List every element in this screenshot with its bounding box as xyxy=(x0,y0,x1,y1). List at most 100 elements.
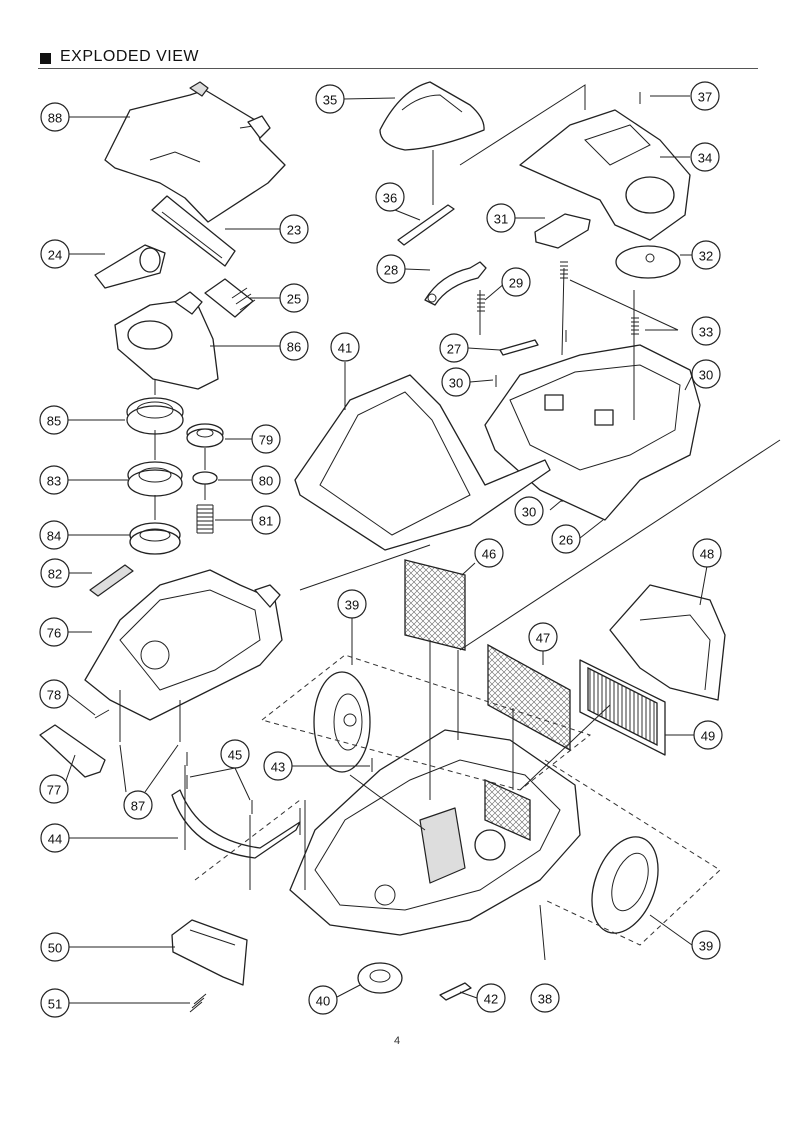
part-34-housing-top xyxy=(519,109,691,241)
callout-76: 76 xyxy=(39,617,69,647)
guide-line-6 xyxy=(349,774,426,831)
callout-37: 37 xyxy=(690,81,720,111)
svg-text:24: 24 xyxy=(48,248,62,263)
guide-line-2 xyxy=(459,439,781,651)
part-35-lid xyxy=(379,81,485,151)
part-81-spring xyxy=(196,504,214,534)
svg-text:48: 48 xyxy=(700,547,714,562)
callout-36: 36 xyxy=(375,182,405,212)
guide-line-4 xyxy=(429,640,459,800)
part-47-filter xyxy=(487,643,571,752)
callout-49: 49 xyxy=(693,720,723,750)
part-24-nozzle xyxy=(94,244,166,289)
callout-30-b: 30 xyxy=(691,359,721,389)
callout-35: 35 xyxy=(315,84,345,114)
callout-87: 87 xyxy=(123,790,153,820)
callout-39-b: 39 xyxy=(691,930,721,960)
svg-text:35: 35 xyxy=(323,93,337,108)
guide-line-5 xyxy=(512,704,611,791)
svg-text:81: 81 xyxy=(259,514,273,529)
callout-39-a: 39 xyxy=(337,589,367,619)
part-51-spring xyxy=(189,993,207,1013)
part-39-wheel-right xyxy=(591,836,659,934)
part-25-brush xyxy=(204,278,256,318)
svg-text:33: 33 xyxy=(699,325,713,340)
part-78-screw xyxy=(94,709,110,719)
callout-50: 50 xyxy=(40,932,70,962)
svg-text:88: 88 xyxy=(48,111,62,126)
svg-text:32: 32 xyxy=(699,249,713,264)
part-76-lid-frame xyxy=(84,569,283,721)
callout-24: 24 xyxy=(40,239,70,269)
svg-text:41: 41 xyxy=(338,341,352,356)
guide-line-3 xyxy=(299,544,431,591)
callout-88: 88 xyxy=(40,102,70,132)
svg-text:40: 40 xyxy=(316,994,330,1009)
callout-33: 33 xyxy=(691,316,721,346)
part-39-wheel-left xyxy=(313,671,371,773)
svg-text:38: 38 xyxy=(538,992,552,1007)
svg-text:51: 51 xyxy=(48,997,62,1012)
svg-text:23: 23 xyxy=(287,223,301,238)
svg-text:25: 25 xyxy=(287,292,301,307)
callout-30-a: 30 xyxy=(441,367,471,397)
callout-40: 40 xyxy=(308,985,338,1015)
part-23-crevice-tool xyxy=(151,195,236,267)
section-header: EXPLODED VIEW xyxy=(38,47,758,73)
part-84-gasket xyxy=(129,522,181,555)
svg-text:82: 82 xyxy=(48,567,62,582)
part-41-frame xyxy=(294,374,551,551)
dashed-outline-lower xyxy=(194,759,721,946)
part-27-clip xyxy=(499,339,539,356)
part-40-caster xyxy=(357,962,403,994)
part-45-screws xyxy=(186,775,253,814)
callout-38: 38 xyxy=(530,983,560,1013)
callout-41: 41 xyxy=(330,332,360,362)
callout-31: 31 xyxy=(486,203,516,233)
svg-text:30: 30 xyxy=(699,368,713,383)
callout-29: 29 xyxy=(501,267,531,297)
svg-text:49: 49 xyxy=(701,729,715,744)
part-83-seal xyxy=(127,461,183,497)
svg-text:85: 85 xyxy=(47,414,61,429)
part-49-hepa-filter xyxy=(579,659,666,756)
callout-27: 27 xyxy=(439,333,469,363)
part-26-upper-body xyxy=(484,344,701,521)
callout-leaders xyxy=(62,95,708,1004)
svg-text:37: 37 xyxy=(698,90,712,105)
part-77-handle xyxy=(39,724,106,778)
callout-28: 28 xyxy=(376,254,406,284)
guide-line-1 xyxy=(459,84,586,166)
svg-text:44: 44 xyxy=(48,832,62,847)
callout-51: 51 xyxy=(40,988,70,1018)
callout-32: 32 xyxy=(691,240,721,270)
svg-text:39: 39 xyxy=(699,939,713,954)
part-79-cap xyxy=(186,423,224,448)
callout-84: 84 xyxy=(39,520,69,550)
callout-86: 86 xyxy=(279,331,309,361)
part-82-latch xyxy=(89,564,134,597)
callout-42: 42 xyxy=(476,983,506,1013)
callout-81: 81 xyxy=(251,505,281,535)
callout-45: 45 xyxy=(220,739,250,769)
part-44-bracket xyxy=(171,789,301,859)
svg-text:39: 39 xyxy=(345,598,359,613)
callout-34: 34 xyxy=(690,142,720,172)
svg-text:42: 42 xyxy=(484,992,498,1007)
svg-text:79: 79 xyxy=(259,433,273,448)
callout-82: 82 xyxy=(40,558,70,588)
callout-79: 79 xyxy=(251,424,281,454)
part-80-disc xyxy=(192,471,218,485)
svg-text:28: 28 xyxy=(384,263,398,278)
svg-text:80: 80 xyxy=(259,474,273,489)
svg-text:45: 45 xyxy=(228,748,242,763)
header-rule xyxy=(38,68,758,69)
svg-text:34: 34 xyxy=(698,151,712,166)
part-85-ring xyxy=(126,397,184,435)
svg-text:78: 78 xyxy=(47,688,61,703)
callout-26: 26 xyxy=(551,524,581,554)
svg-text:27: 27 xyxy=(447,342,461,357)
svg-text:36: 36 xyxy=(383,191,397,206)
part-42-clip xyxy=(439,982,472,1001)
